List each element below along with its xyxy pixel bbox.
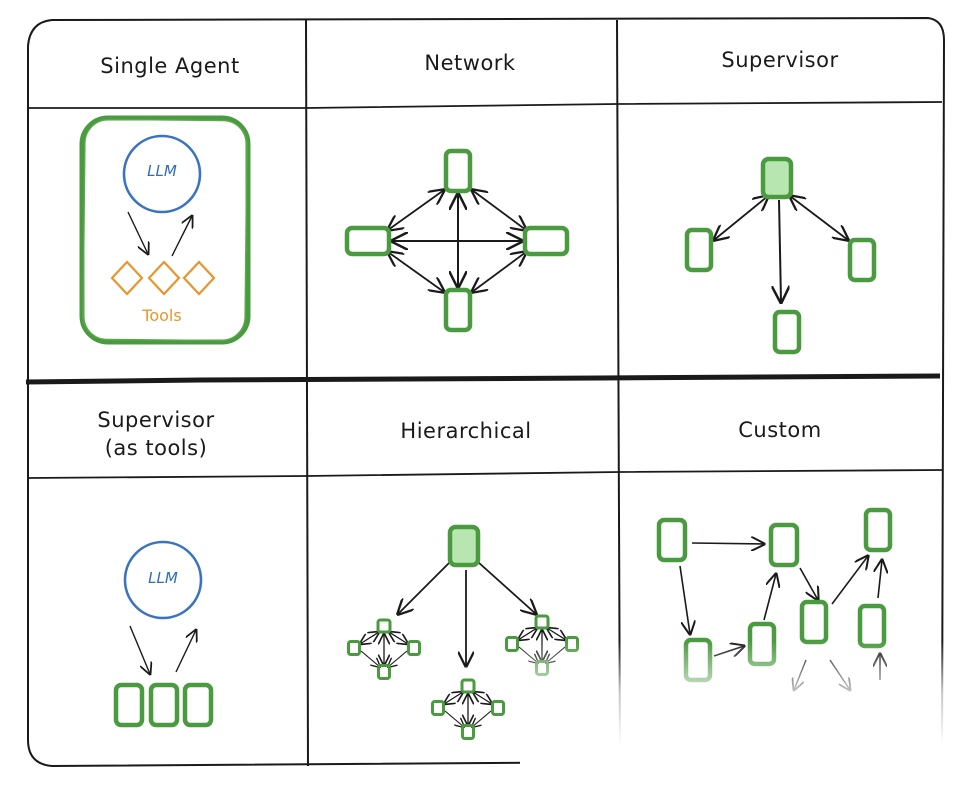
agent-node	[522, 225, 570, 257]
agent-node	[847, 237, 877, 283]
agent-node	[461, 724, 475, 740]
agent-node	[443, 148, 473, 194]
flow-arrow	[472, 190, 526, 230]
agent-node	[684, 227, 714, 273]
tool-diamonds	[110, 260, 216, 296]
agent-node	[799, 599, 829, 645]
panel-title-network: Network	[424, 51, 516, 75]
flow-arrow	[389, 632, 408, 644]
agent-node	[447, 524, 481, 568]
flow-arrow	[691, 543, 764, 544]
flow-arrow	[831, 556, 868, 605]
agent-node	[347, 640, 361, 656]
agent-node	[863, 507, 893, 553]
flow-arrow	[388, 650, 408, 667]
panel-title-supervisor-as-tools: Supervisor (as tools)	[97, 408, 215, 460]
agent-node	[491, 700, 505, 716]
agent-node	[443, 287, 473, 333]
agent-node	[113, 682, 145, 728]
flow-arrow	[763, 574, 776, 621]
single-agent-panel	[79, 115, 251, 345]
flow-arrow	[878, 560, 882, 599]
flow-arrow	[444, 710, 464, 727]
flow-arrow	[679, 565, 690, 634]
flow-arrow	[360, 632, 379, 644]
supervisor-as-tools-panel	[113, 540, 214, 728]
agent-node	[344, 225, 392, 257]
agent-node	[656, 517, 688, 563]
flow-arrow	[129, 625, 150, 674]
faded-corner-overlay	[520, 640, 974, 790]
flow-arrow	[388, 252, 444, 292]
agent-node	[431, 700, 445, 716]
flow-arrow	[360, 650, 380, 667]
llm-label: LLM	[148, 569, 178, 587]
tools-label: Tools	[142, 306, 182, 325]
agent-node	[407, 640, 421, 656]
agent-boundary	[79, 115, 251, 345]
agent-node	[505, 636, 519, 652]
agent-node	[760, 156, 794, 200]
supervisor-panel	[684, 156, 877, 355]
flow-arrow	[477, 561, 536, 614]
network-panel	[344, 148, 570, 333]
flow-arrow	[388, 190, 444, 230]
llm-label: LLM	[147, 162, 177, 180]
flow-arrow	[171, 216, 192, 257]
outer-frame	[27, 16, 946, 768]
flow-arrow	[444, 692, 463, 704]
agent-node	[768, 522, 800, 568]
panel-title-custom: Custom	[738, 418, 822, 442]
grid-lines	[25, 19, 943, 767]
llm-circle	[123, 540, 203, 620]
flow-arrow	[472, 252, 526, 292]
flow-arrow	[779, 199, 781, 302]
flow-arrow	[175, 630, 196, 673]
flow-arrow	[547, 628, 566, 640]
flow-arrow	[799, 567, 818, 600]
agent-node	[182, 682, 214, 728]
panel-title-hierarchical: Hierarchical	[400, 419, 532, 443]
agent-node	[377, 664, 391, 680]
agent-node	[534, 614, 550, 630]
agent-node	[772, 309, 802, 355]
agent-node	[376, 618, 392, 634]
flow-arrow	[518, 628, 537, 640]
panel-title-supervisor: Supervisor	[721, 48, 839, 72]
flow-arrow	[714, 196, 768, 240]
agent-node	[148, 682, 180, 728]
flow-arrow	[473, 692, 492, 704]
flow-arrow	[398, 561, 451, 614]
panel-title-single-agent: Single Agent	[100, 54, 240, 78]
flow-arrow	[127, 211, 148, 254]
flow-arrow	[790, 196, 848, 240]
llm-circle	[122, 134, 202, 214]
flow-arrow	[472, 710, 492, 727]
agent-node	[460, 678, 476, 694]
